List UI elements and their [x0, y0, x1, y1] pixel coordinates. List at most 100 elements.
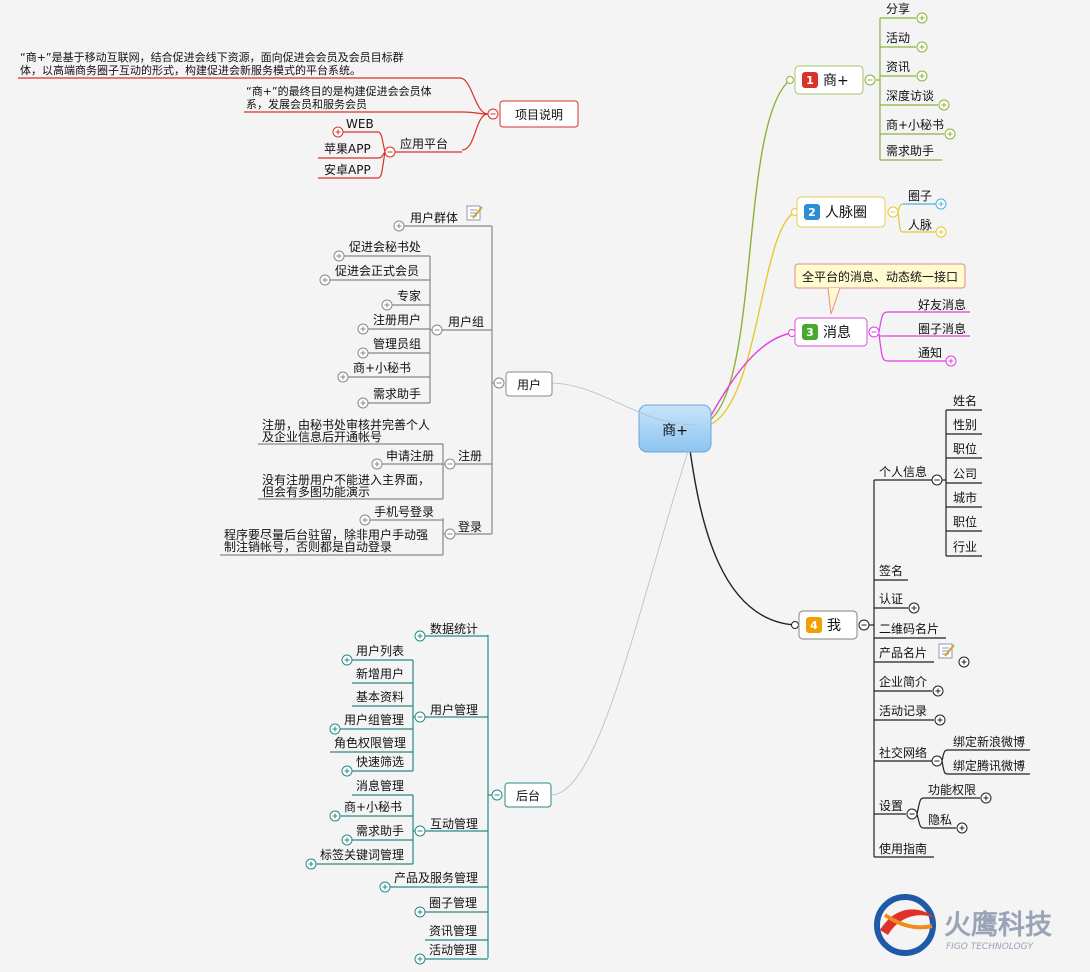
register-note-2: 没有注册用户不能进入主界面，但会有多图功能演示 — [262, 472, 430, 499]
note-icon[interactable] — [466, 205, 483, 221]
collapse-toggle[interactable] — [931, 755, 943, 767]
collapse-toggle[interactable] — [887, 206, 899, 218]
expand-toggle[interactable] — [908, 602, 920, 614]
mgmt-角色权限管理: 角色权限管理 — [334, 735, 406, 750]
collapse-toggle[interactable] — [906, 808, 918, 820]
interact-消息管理: 消息管理 — [356, 778, 404, 793]
expand-toggle[interactable] — [414, 953, 426, 965]
expand-toggle[interactable] — [337, 371, 349, 383]
expand-toggle[interactable] — [414, 630, 426, 642]
expand-toggle[interactable] — [916, 41, 928, 53]
connector-curve — [897, 211, 904, 233]
expand-toggle[interactable] — [333, 250, 345, 262]
collapse-toggle[interactable] — [931, 474, 943, 486]
backend-label: 后台 — [516, 788, 540, 803]
topic-phone-login: 手机号登录 — [374, 504, 434, 519]
topic-interact-mgmt: 互动管理 — [430, 816, 478, 831]
expand-toggle[interactable] — [305, 858, 317, 870]
main-topic-label: 商+ — [823, 73, 849, 89]
expand-toggle[interactable] — [932, 685, 944, 697]
topic-user-mgmt: 用户管理 — [430, 702, 478, 717]
expand-toggle[interactable] — [359, 514, 371, 526]
expand-toggle[interactable] — [944, 128, 956, 140]
expand-toggle[interactable] — [916, 70, 928, 82]
topic-register: 注册 — [458, 448, 482, 463]
expand-toggle[interactable] — [938, 99, 950, 111]
logo-text: 火鹰科技 — [944, 909, 1052, 941]
expand-toggle[interactable] — [935, 226, 947, 238]
priority-number: 1 — [806, 74, 814, 87]
expand-toggle[interactable] — [956, 822, 968, 834]
expand-toggle[interactable] — [329, 810, 341, 822]
expand-toggle[interactable] — [935, 198, 947, 210]
topic-friend-msg: 好友消息 — [918, 297, 966, 312]
group-促进会正式会员: 促进会正式会员 — [335, 264, 419, 278]
collapse-toggle[interactable] — [414, 825, 426, 837]
main-topic-label: 我 — [827, 618, 841, 634]
priority-number: 3 — [806, 326, 814, 339]
topic-活动记录: 活动记录 — [879, 704, 927, 718]
note-icon[interactable] — [938, 643, 955, 659]
collapse-toggle[interactable] — [444, 528, 456, 540]
callout-box[interactable]: 全平台的消息、动态统一接口 — [794, 263, 966, 315]
expand-toggle[interactable] — [319, 274, 331, 286]
expand-toggle[interactable] — [371, 458, 383, 470]
topic-分享: 分享 — [886, 1, 910, 16]
expand-toggle[interactable] — [357, 347, 369, 359]
topic-settings: 设置 — [879, 799, 903, 813]
field-行业: 行业 — [953, 540, 977, 554]
collapse-toggle[interactable] — [414, 711, 426, 723]
collapse-toggle[interactable] — [864, 74, 876, 86]
expand-toggle[interactable] — [916, 12, 928, 24]
expand-toggle[interactable] — [357, 323, 369, 335]
expand-toggle[interactable] — [329, 723, 341, 735]
topic-user-group: 用户组 — [448, 314, 484, 329]
central-topic[interactable]: 商+ — [638, 404, 712, 453]
topic-backend[interactable]: 后台 — [504, 782, 552, 808]
collapse-toggle[interactable] — [384, 146, 396, 158]
topic-产品名片: 产品名片 — [879, 645, 927, 660]
collapse-toggle[interactable] — [487, 108, 499, 120]
topic-circle: 圈子 — [908, 189, 932, 203]
mgmt-新增用户: 新增用户 — [356, 666, 404, 681]
connector-curve — [459, 77, 489, 115]
expand-toggle[interactable] — [341, 765, 353, 777]
expand-toggle[interactable] — [414, 906, 426, 918]
group-促进会秘书处: 促进会秘书处 — [349, 240, 421, 254]
expand-toggle[interactable] — [980, 792, 992, 804]
topic-认证: 认证 — [879, 592, 903, 606]
expand-toggle[interactable] — [379, 881, 391, 893]
collapse-toggle[interactable] — [868, 326, 880, 338]
expand-toggle[interactable] — [945, 355, 957, 367]
expand-toggle[interactable] — [381, 299, 393, 311]
collapse-toggle[interactable] — [858, 619, 870, 631]
expand-toggle[interactable] — [341, 834, 353, 846]
collapse-toggle[interactable] — [444, 458, 456, 470]
main-topic-label: 人脉圈 — [825, 205, 867, 221]
field-城市: 城市 — [953, 490, 977, 505]
expand-toggle[interactable] — [341, 654, 353, 666]
priority-badge — [806, 617, 822, 633]
expand-toggle[interactable] — [332, 126, 344, 138]
expand-toggle[interactable] — [934, 714, 946, 726]
callout-text: 全平台的消息、动态统一接口 — [802, 269, 958, 284]
main-topic-shang[interactable]: 1 商+ — [794, 65, 864, 95]
priority-badge — [802, 72, 818, 88]
login-note: 程序要尽量后台驻留，除非用户手动强制注销帐号，否则都是自动登录 — [224, 527, 428, 554]
topic-project-desc[interactable]: 项目说明 — [499, 100, 579, 128]
collapse-toggle[interactable] — [491, 789, 503, 801]
connector-curve — [878, 311, 889, 333]
topic-user[interactable]: 用户 — [505, 371, 553, 397]
expand-toggle[interactable] — [357, 397, 369, 409]
expand-toggle[interactable] — [958, 656, 970, 668]
collapse-toggle[interactable] — [431, 324, 443, 336]
topic-企业简介: 企业简介 — [879, 674, 927, 689]
expand-toggle[interactable] — [393, 220, 405, 232]
connector-curve — [941, 749, 949, 762]
collapse-toggle[interactable] — [493, 377, 505, 389]
connector-curve — [916, 797, 925, 815]
